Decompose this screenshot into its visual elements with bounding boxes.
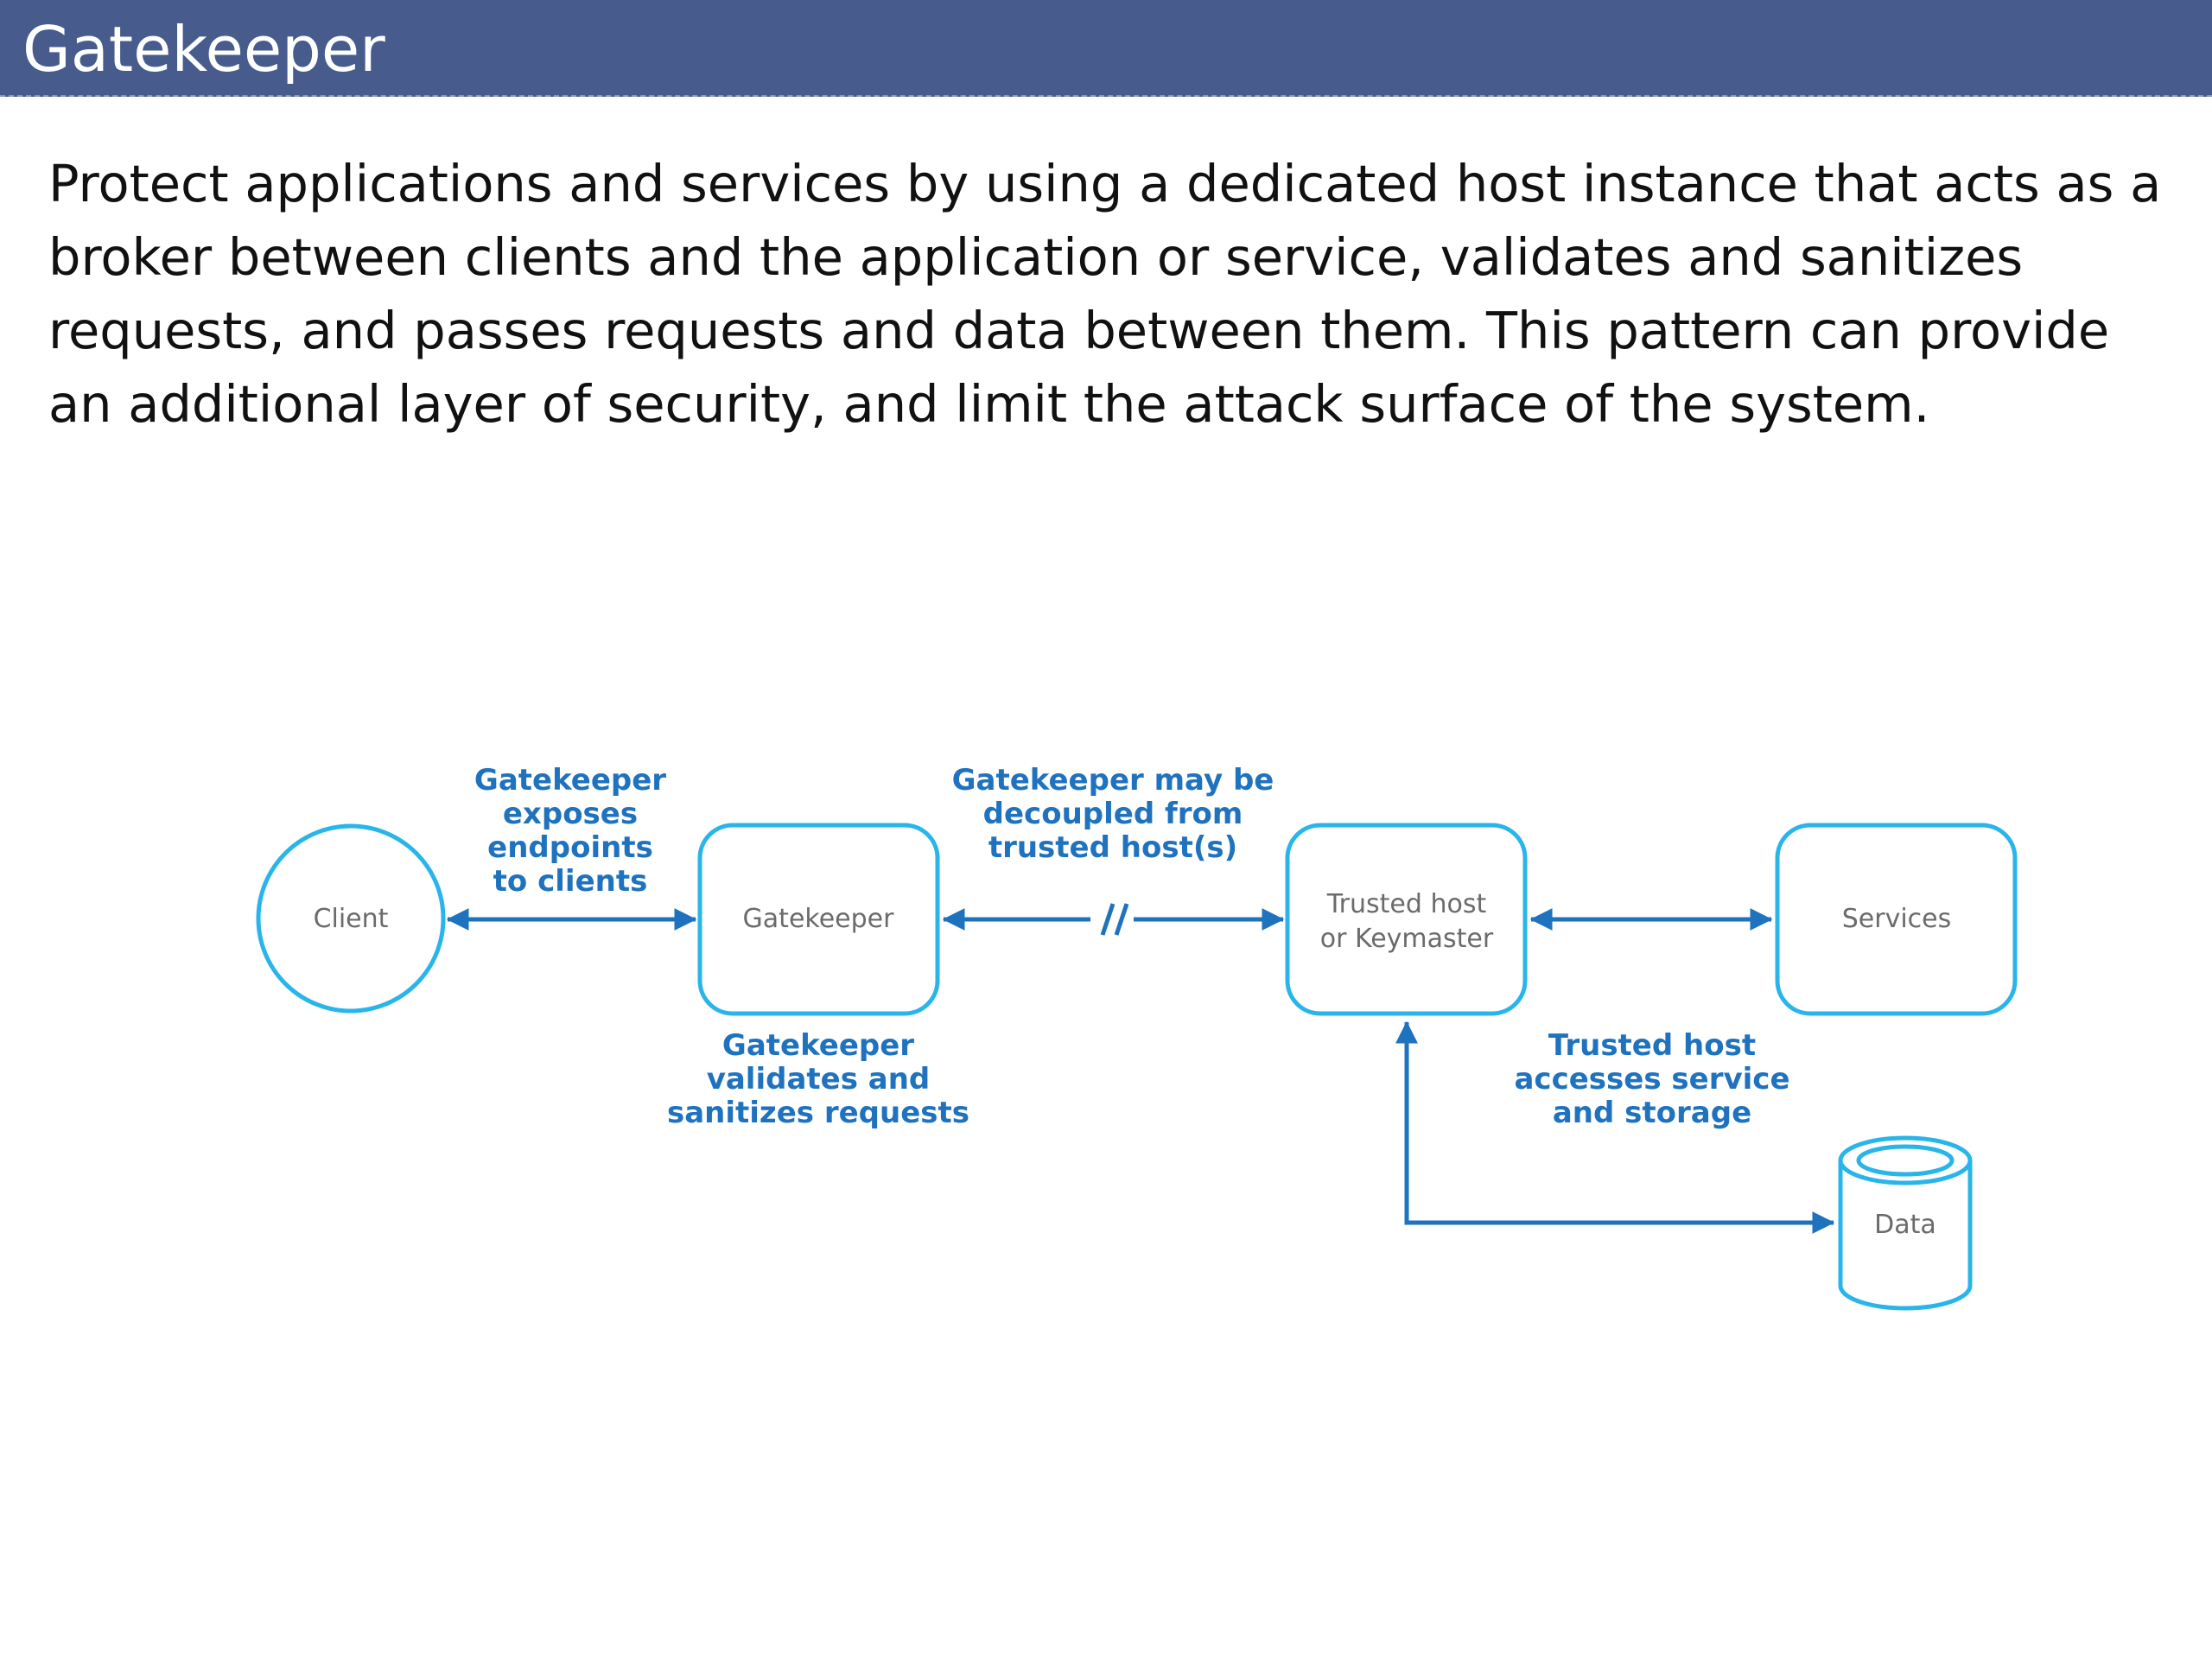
- svg-text:accesses service: accesses service: [1514, 1062, 1789, 1096]
- svg-text:and storage: and storage: [1553, 1096, 1751, 1130]
- trusted-host-label-line2: or Keymaster: [1320, 924, 1494, 954]
- svg-text:validates and: validates and: [707, 1062, 931, 1096]
- gatekeeper-label: Gatekeeper: [743, 904, 895, 934]
- callout-decoupled: Gatekeeper may be decoupled from trusted…: [952, 763, 1274, 865]
- svg-text:endpoints: endpoints: [487, 830, 653, 865]
- svg-text:Gatekeeper: Gatekeeper: [474, 763, 666, 798]
- slide-title: Gatekeeper: [22, 13, 385, 86]
- svg-text:trusted host(s): trusted host(s): [988, 830, 1237, 865]
- trusted-host-node: [1285, 823, 1528, 1016]
- svg-text:Gatekeeper: Gatekeeper: [722, 1028, 914, 1063]
- trusted-host-label-line1: Trusted host: [1326, 889, 1487, 919]
- trustedhost-data-arrow: [1395, 1020, 1835, 1234]
- svg-text:sanitizes requests: sanitizes requests: [667, 1096, 969, 1130]
- svg-text:exposes: exposes: [503, 797, 638, 831]
- slide-description: Protect applications and services by usi…: [48, 154, 2162, 434]
- callout-exposes: Gatekeeper exposes endpoints to clients: [474, 763, 666, 899]
- svg-text:Gatekeeper may be: Gatekeeper may be: [952, 763, 1274, 798]
- callout-validates: Gatekeeper validates and sanitizes reque…: [667, 1028, 969, 1130]
- title-bar: Gatekeeper: [0, 0, 2212, 97]
- data-store-node: [1838, 1135, 1973, 1311]
- gatekeeper-node: [697, 823, 940, 1016]
- callout-accesses: Trusted host accesses service and storag…: [1514, 1028, 1789, 1130]
- svg-text:to clients: to clients: [493, 864, 648, 899]
- svg-text:Trusted host: Trusted host: [1548, 1028, 1756, 1063]
- client-label: Client: [314, 904, 389, 934]
- decoupled-break-icon: [1100, 903, 1129, 936]
- services-label: Services: [1842, 904, 1952, 934]
- data-label: Data: [1874, 1210, 1936, 1240]
- client-node: [256, 823, 446, 1014]
- services-node: [1775, 823, 2018, 1016]
- svg-text:decoupled from: decoupled from: [983, 797, 1243, 831]
